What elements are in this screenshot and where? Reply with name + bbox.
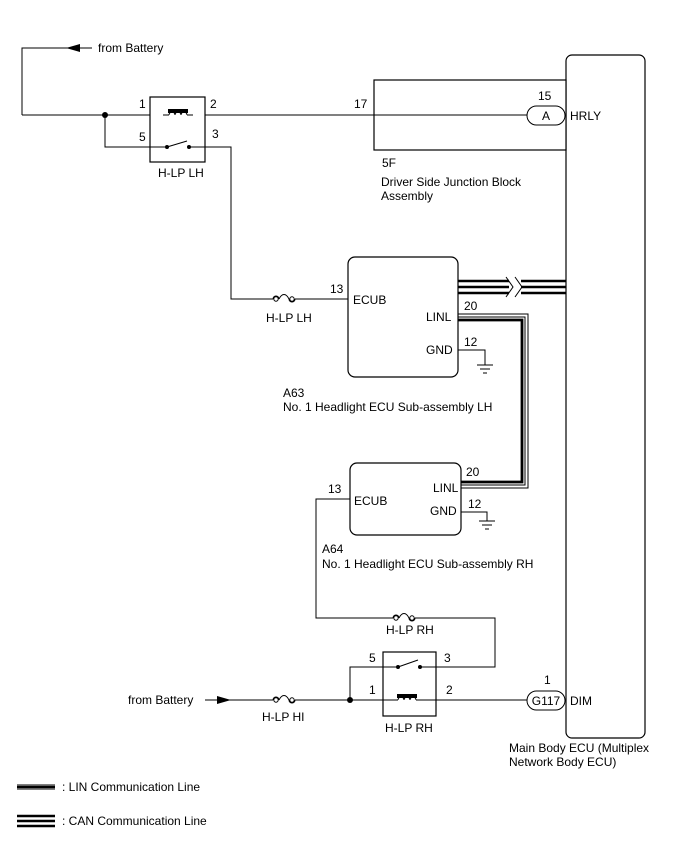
ground-icon [479, 520, 495, 530]
relay-rh-pin-2: 2 [446, 683, 453, 697]
fuse-lh-terminal [289, 296, 295, 302]
jb-pin-15: 15 [538, 89, 552, 103]
ecu-rh-terminal-linl: LINL [433, 481, 459, 495]
legend-can-icon [17, 814, 55, 828]
terminal-hrly: HRLY [570, 109, 601, 123]
fuse-rh-terminal [409, 615, 415, 621]
jb-name-line1: Driver Side Junction Block [381, 175, 522, 189]
ecu-lh-pin-13: 13 [330, 282, 344, 296]
relay-rh-name: H-LP RH [385, 721, 433, 735]
ecu-lh-terminal-ecub: ECUB [353, 293, 386, 307]
wire-relay-lh-3-to-ecub [205, 146, 348, 300]
connector-g117 [526, 690, 566, 711]
ecu-rh-pin-20: 20 [466, 465, 480, 479]
relay-rh-box [382, 651, 437, 717]
fuse-rh-body [398, 613, 410, 619]
legend-can-label: : CAN Communication Line [62, 814, 207, 828]
can-line [458, 276, 566, 298]
ecu-lh-name: No. 1 Headlight ECU Sub-assembly LH [283, 400, 492, 414]
main-ecu-name-line1: Main Body ECU (Multiplex [509, 741, 649, 755]
fuse-hi-terminal [289, 697, 295, 703]
relay-lh-switch-icon [166, 140, 188, 148]
fuse-hi-terminal [273, 697, 279, 703]
legend: : LIN Communication Line : CAN Communica… [17, 780, 207, 828]
connector-a [526, 105, 566, 126]
ground-icon [477, 364, 493, 374]
legend-lin-icon [17, 784, 55, 790]
ecu-lh-pin-20: 20 [464, 299, 478, 313]
relay-lh-pin-2: 2 [210, 97, 217, 111]
relay-lh-pin-1: 1 [139, 97, 146, 111]
lin-line [458, 313, 529, 489]
ecu-lh-terminal-linl: LINL [426, 310, 452, 324]
wire-relay-rh-5 [349, 666, 383, 700]
ecu-lh-pin-12: 12 [464, 335, 478, 349]
ecu-rh-terminal-gnd: GND [430, 504, 457, 518]
relay-lh-name: H-LP LH [158, 166, 204, 180]
fuse-lh-terminal [273, 296, 279, 302]
fuse-hi-label: H-LP HI [262, 710, 304, 724]
wire-relay-lh-5 [104, 115, 150, 148]
relay-lh-pin-5: 5 [139, 130, 146, 144]
battery-top-wire [21, 47, 92, 115]
arrow-left-icon [66, 44, 80, 52]
arrow-right-icon [217, 696, 231, 704]
wire-ecub-rh-to-relay-rh-3 [315, 498, 496, 668]
from-battery-top: from Battery [98, 41, 163, 55]
from-battery-bottom: from Battery [128, 693, 193, 707]
legend-lin-label: : LIN Communication Line [62, 780, 200, 794]
fuse-rh-terminal [393, 615, 399, 621]
relay-lh-box [149, 96, 206, 163]
ecu-rh-terminal-ecub: ECUB [354, 494, 387, 508]
relay-rh-switch-icon [397, 659, 419, 668]
fuse-hi-body [278, 695, 290, 701]
fuse-lh-label: H-LP LH [266, 311, 312, 325]
junction-dot [347, 697, 353, 703]
ecu-lh-gnd-wire [458, 349, 486, 365]
relay-lh-coil-core [168, 109, 188, 113]
ecu-rh-gnd-wire [461, 511, 488, 521]
fuse-lh-body [278, 294, 290, 300]
ecu-rh-code: A64 [322, 542, 344, 556]
ecu-lh-code: A63 [283, 386, 305, 400]
main-body-ecu-box [565, 54, 646, 739]
relay-rh-coil-core [397, 694, 417, 698]
main-ecu-name-line2: Network Body ECU) [509, 755, 616, 769]
ecu-rh-name: No. 1 Headlight ECU Sub-assembly RH [322, 557, 533, 571]
connector-g117-label: G117 [532, 694, 561, 708]
ecu-lh-terminal-gnd: GND [426, 343, 453, 357]
relay-rh-pin-1: 1 [369, 683, 376, 697]
relay-rh-pin-3: 3 [444, 651, 451, 665]
relay-lh-pin-3: 3 [212, 127, 219, 141]
jb-pin-17: 17 [354, 97, 368, 111]
connector-a-label: A [542, 109, 550, 123]
jb-code: 5F [382, 156, 396, 170]
main-pin-dim: 1 [544, 673, 551, 687]
fuse-rh-label: H-LP RH [386, 623, 434, 637]
relay-rh-pin-5: 5 [369, 651, 376, 665]
terminal-dim: DIM [570, 694, 592, 708]
ecu-rh-pin-12: 12 [468, 497, 482, 511]
jb-name-line2: Assembly [381, 189, 433, 203]
break-mark-icon [505, 276, 523, 298]
ecu-rh-pin-13: 13 [328, 482, 342, 496]
